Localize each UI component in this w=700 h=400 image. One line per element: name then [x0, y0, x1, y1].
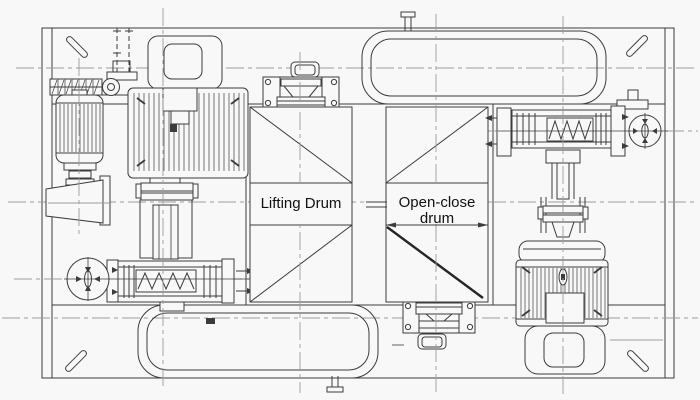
- spring-coupling-right: [485, 89, 668, 157]
- rope-guide-top: [262, 61, 340, 110]
- rope-trough-top: [361, 30, 607, 105]
- corner-pin-top-left: [66, 36, 88, 58]
- trough-bolt: [206, 318, 215, 324]
- drive-shaft-right: [537, 149, 589, 238]
- anchor-bolts: [326, 11, 416, 393]
- spring-coupling-left: [64, 257, 254, 312]
- open-close-drum-label-line1: Open-close: [399, 194, 476, 211]
- drum-labels: Lifting Drum Open-close drum: [251, 184, 488, 228]
- main-hoist-motor: [127, 35, 249, 260]
- corner-pins: [65, 35, 649, 372]
- auxiliary-geared-motor: [45, 28, 138, 226]
- corner-pin-bottom-right: [627, 350, 649, 372]
- top-bolt: [400, 11, 416, 18]
- sprocket: [102, 78, 120, 96]
- open-close-motor: [515, 240, 609, 375]
- corner-pin-bottom-left: [65, 350, 87, 372]
- spring-element: [548, 119, 592, 141]
- terminal-box: [162, 87, 198, 112]
- bottom-bolt: [326, 386, 344, 393]
- corner-pin-top-right: [626, 35, 648, 57]
- motor-shaft-coupling: [135, 178, 199, 260]
- lifting-drum-label: Lifting Drum: [261, 195, 342, 212]
- open-close-drum-label-line2: drum: [420, 210, 454, 227]
- terminal-box: [545, 292, 585, 324]
- spring-element: [137, 271, 195, 291]
- rope-guide-bottom: [392, 300, 476, 350]
- rope-trough-bottom: [137, 304, 379, 379]
